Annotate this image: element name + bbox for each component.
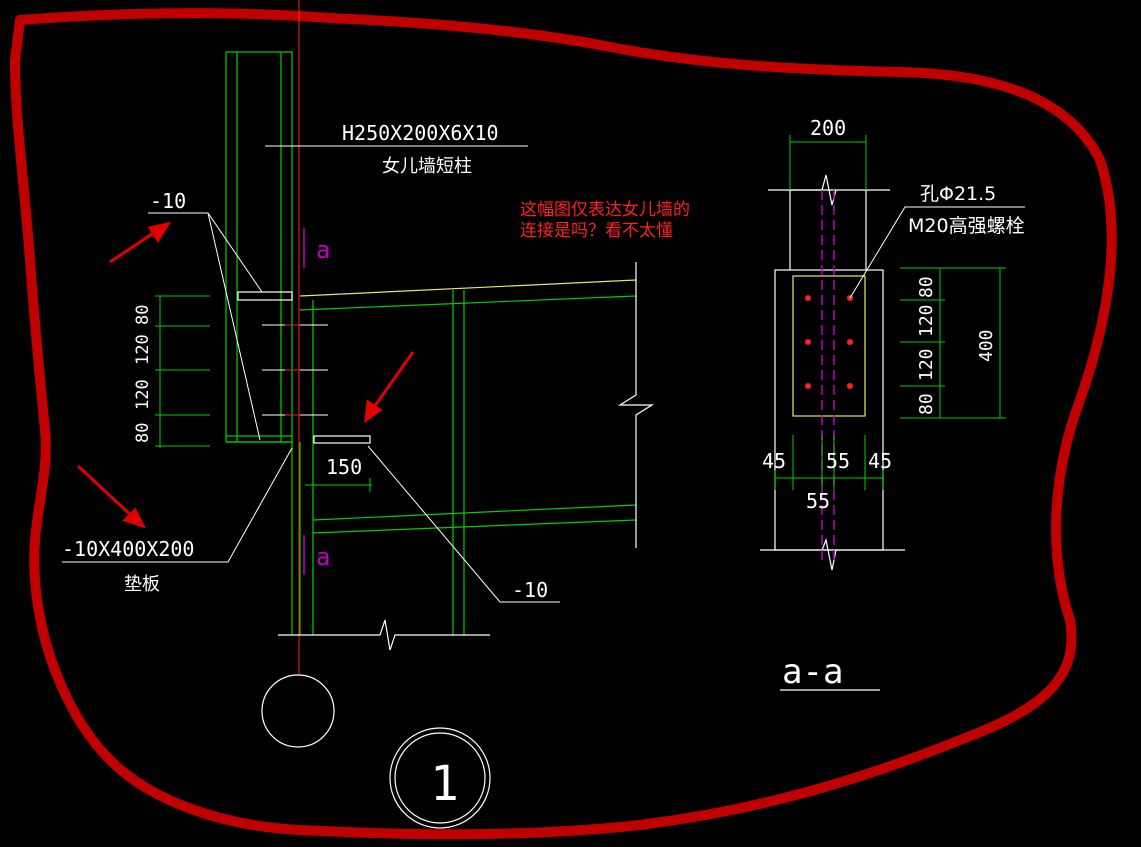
- section-aa-right-dims: [900, 267, 1006, 419]
- aa-dim-1: 80: [916, 276, 937, 298]
- question-line-2: 连接是吗？看不太懂: [520, 221, 673, 241]
- section-aa-bottom-dims: [774, 435, 884, 490]
- question-line-1: 这幅图仅表达女儿墙的: [520, 200, 690, 220]
- parapet-column: [225, 51, 293, 443]
- section-label: H250X200X6X10: [342, 121, 499, 145]
- pad-label: -10X400X200: [62, 537, 194, 561]
- leader-lines: [62, 145, 560, 603]
- aa-bottom-dim-3: 45: [868, 449, 892, 473]
- bolt-label: M20高强螺栓: [908, 215, 1025, 237]
- detail-number-bubble: [389, 727, 491, 829]
- dim-150: 150: [326, 455, 362, 479]
- aa-dim-4: 80: [916, 393, 937, 415]
- section-aa-centerline: [821, 190, 835, 560]
- beam: [299, 262, 655, 548]
- hole-label: 孔Φ21.5: [920, 183, 996, 205]
- detail-number: 1: [430, 756, 459, 812]
- left-dimensions: [155, 295, 210, 448]
- red-highlight-outline: [10, 8, 1117, 840]
- cut-mark-top: a: [316, 236, 330, 264]
- section-aa-title: a-a: [782, 652, 843, 692]
- plates: [226, 291, 371, 444]
- plate-label-right: -10: [512, 578, 548, 602]
- bolt-leader: [849, 206, 1025, 299]
- pad-name: 垫板: [124, 574, 160, 595]
- left-dim-3: 120: [133, 379, 153, 410]
- axis-bubble: [261, 674, 335, 748]
- section-aa: [760, 174, 905, 571]
- aa-bottom-dim-2: 55: [826, 449, 850, 473]
- left-dim-2: 120: [133, 334, 153, 365]
- bolt-marks: [262, 324, 328, 416]
- plate-label-top: -10: [150, 189, 186, 213]
- section-aa-width: 200: [810, 116, 846, 140]
- aa-total: 400: [976, 329, 997, 362]
- section-name: 女儿墙短柱: [382, 156, 472, 177]
- main-column: [278, 290, 490, 651]
- aa-dim-3: 120: [916, 348, 937, 381]
- cut-mark-bottom: a: [316, 543, 330, 571]
- red-arrows: [76, 221, 415, 529]
- section-aa-width-dim: [789, 135, 867, 190]
- section-aa-bolts: [805, 295, 853, 389]
- left-dim-1: 80: [133, 305, 153, 325]
- aa-dim-2: 120: [916, 304, 937, 337]
- aa-bottom-dim-1: 45: [762, 449, 786, 473]
- aa-center-dim: 55: [806, 489, 830, 513]
- left-dim-4: 80: [133, 423, 153, 443]
